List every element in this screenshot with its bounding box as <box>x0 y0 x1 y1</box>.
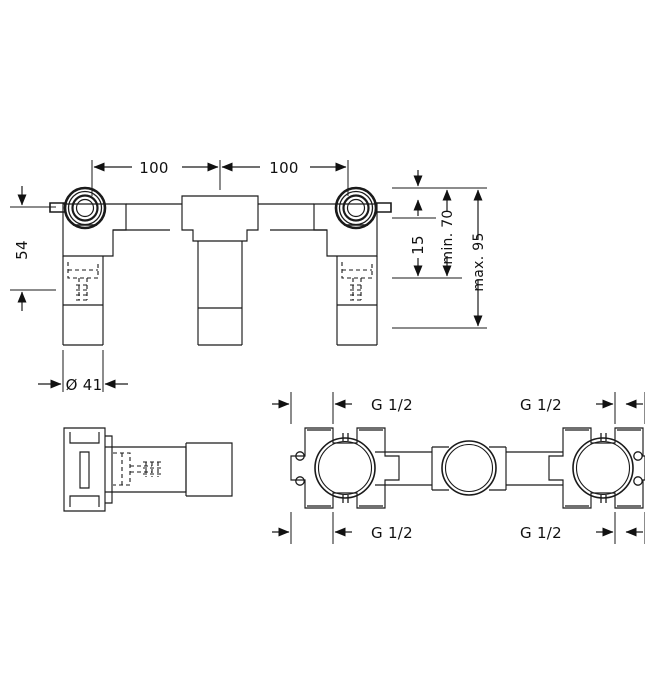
right-valve-head <box>334 186 392 230</box>
centre-coupling <box>432 440 506 496</box>
left-valve-head <box>49 186 107 230</box>
side-hidden-detail <box>113 452 161 486</box>
front-elevation-geometry <box>49 186 392 346</box>
dim-min70-label: min. 70 <box>440 209 456 264</box>
bottom-view-geometry <box>290 427 645 509</box>
right-cross-flange <box>548 427 645 509</box>
dim-100-right-label: 100 <box>269 159 299 177</box>
right-hidden-detail <box>341 262 373 301</box>
left-hidden-detail <box>67 262 99 301</box>
dim-100-left-label: 100 <box>139 159 169 177</box>
side-view-geometry <box>63 427 233 512</box>
thread-bottom-left-label: G 1/2 <box>371 524 413 542</box>
bottom-view-dimensions <box>272 392 645 544</box>
thread-bottom-right-label: G 1/2 <box>520 524 562 542</box>
thread-top-left-label: G 1/2 <box>371 396 413 414</box>
dimension-labels: 100 100 54 15 min. 70 max. 95 Ø 41 G 1/2… <box>13 159 562 542</box>
front-elevation-dimensions <box>10 160 487 392</box>
left-cross-flange <box>290 427 400 509</box>
thread-top-right-label: G 1/2 <box>520 396 562 414</box>
dim-max95-label: max. 95 <box>471 232 487 291</box>
dim-54-label: 54 <box>13 240 31 260</box>
dim-d41-label: Ø 41 <box>66 376 103 394</box>
dim-15-label: 15 <box>409 235 427 255</box>
